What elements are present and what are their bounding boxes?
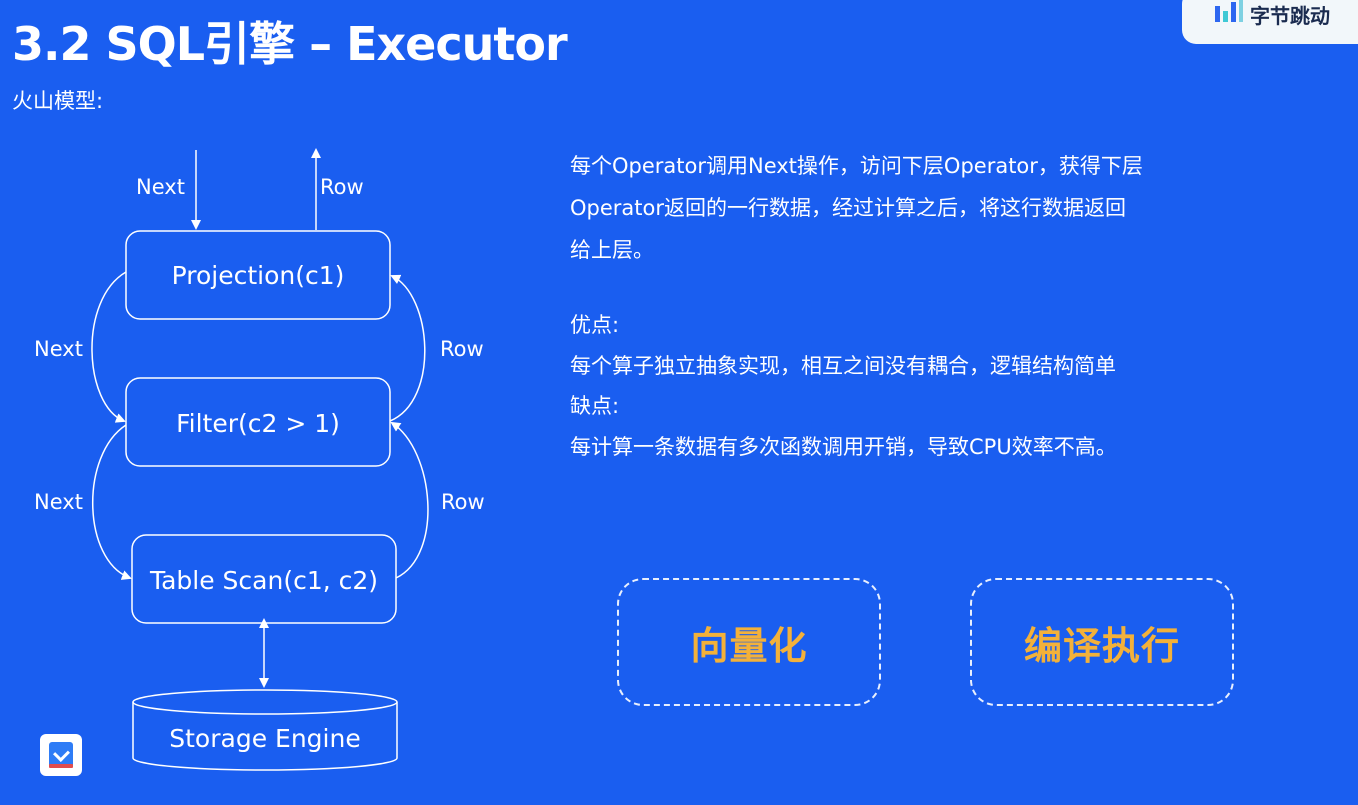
description-line-1: 每个Operator调用Next操作，访问下层Operator，获得下层 — [570, 154, 1143, 178]
brand-name: 字节跳动 — [1250, 4, 1330, 28]
bar-chart-logo-icon — [1215, 0, 1243, 22]
node-projection-label: Projection(c1) — [172, 261, 345, 290]
cons-text: 每计算一条数据有多次函数调用开销，导致CPU效率不高。 — [570, 434, 1117, 459]
node-filter-label: Filter(c2 > 1) — [176, 409, 340, 438]
app-launcher-icon[interactable] — [40, 734, 82, 776]
pros-label: 优点: — [570, 313, 620, 337]
description-line-3: 给上层。 — [570, 238, 654, 262]
cons-label: 缺点: — [570, 394, 620, 418]
row-arc-low — [390, 421, 429, 579]
next-arc-low — [92, 424, 132, 580]
subtitle: 火山模型: — [12, 89, 104, 113]
description: 每个Operator调用Next操作，访问下层Operator，获得下层 Ope… — [570, 145, 1210, 271]
slide-title: 3.2 SQL引擎 – Executor — [12, 17, 568, 71]
option-vectorization: 向量化 — [617, 578, 881, 706]
description-line-2: Operator返回的一行数据，经过计算之后，将这行数据返回 — [570, 196, 1126, 220]
pros-cons: 优点: 每个算子独立抽象实现，相互之间没有耦合，逻辑结构简单 缺点: 每计算一条… — [570, 305, 1270, 467]
pros-text: 每个算子独立抽象实现，相互之间没有耦合，逻辑结构简单 — [570, 353, 1116, 378]
node-storage-label: Storage Engine — [169, 724, 360, 753]
node-scan-label: Table Scan(c1, c2) — [149, 566, 378, 595]
next-arc-mid — [91, 271, 127, 423]
volcano-model-diagram: Next Row Projection(c1) Filter(c2 > 1) T… — [34, 148, 485, 771]
label-row-mid: Row — [440, 337, 484, 361]
row-arc-mid — [389, 274, 426, 422]
label-next-top: Next — [136, 175, 185, 199]
label-next-low: Next — [34, 490, 83, 514]
label-row-low: Row — [441, 490, 485, 514]
label-row-top: Row — [320, 175, 364, 199]
brand-logo: 字节跳动 — [1182, 0, 1358, 44]
node-storage: Storage Engine — [132, 689, 398, 771]
node-scan: Table Scan(c1, c2) — [131, 534, 397, 624]
option-compiled-execution: 编译执行 — [970, 578, 1234, 706]
node-projection: Projection(c1) — [125, 230, 391, 320]
node-filter: Filter(c2 > 1) — [125, 377, 391, 467]
label-next-mid: Next — [34, 337, 83, 361]
